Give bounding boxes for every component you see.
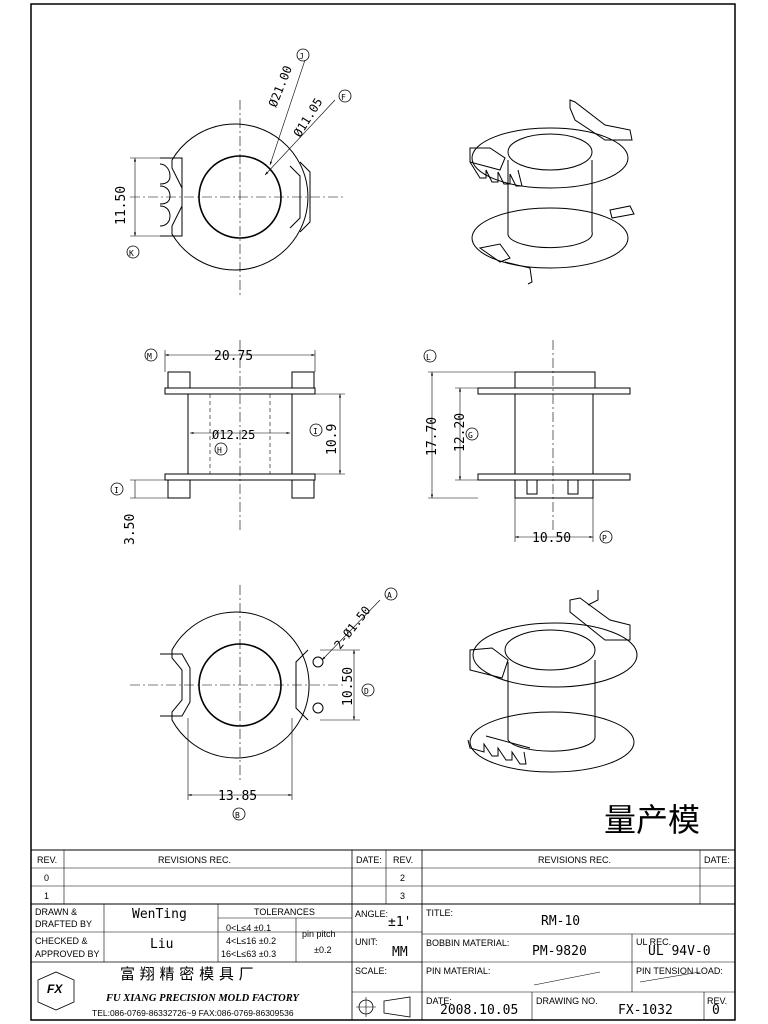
revisions-header-right: REVISIONS REC. <box>538 855 612 865</box>
unit-value: MM <box>392 945 408 960</box>
pin-material-label: PIN MATERIAL: <box>426 966 491 976</box>
bobbin-material-label: BOBBIN MATERIAL: <box>426 938 510 948</box>
company-name-cn: 富 翔 精 密 模 具 厂 <box>120 965 254 983</box>
rev-row-0: 0 <box>44 873 50 883</box>
ul-rec-label: UL REC. <box>636 937 672 947</box>
dim-10-50-w: 10.50 <box>532 531 571 546</box>
company-contact: TEL:086-0769-86332726~9 FAX:086-0769-863… <box>92 1008 294 1018</box>
rev-header-left: REV. <box>37 855 58 865</box>
date-label: DATE: <box>426 996 452 1006</box>
balloon-i: I <box>313 427 318 436</box>
tolerances-label: TOLERANCES <box>254 907 315 917</box>
top-view <box>126 48 352 298</box>
date-header-left: DATE: <box>356 855 382 865</box>
side-view <box>423 340 631 544</box>
scale-label: SCALE: <box>355 966 388 976</box>
balloon-d: D <box>364 687 369 696</box>
balloon-f: F <box>341 93 346 102</box>
dim-10-50-h: 10.50 <box>341 667 356 706</box>
bottom-view <box>130 585 398 821</box>
angle-label: ANGLE: <box>355 909 389 919</box>
title-value: RM-10 <box>541 914 581 929</box>
revisions-header-left: REVISIONS REC. <box>158 855 232 865</box>
date-value: 2008.10.05 <box>440 1003 519 1018</box>
iso-view-2 <box>467 590 638 773</box>
drawing-no-label: DRAWING NO. <box>536 996 598 1006</box>
balloon-b: B <box>235 811 240 820</box>
balloon-h: H <box>217 446 222 455</box>
dim-17-70: 17.70 <box>425 417 440 456</box>
pin-pitch-label: pin pitch <box>302 929 336 939</box>
tolerance-1: 0<L≤4 ±0.1 <box>226 923 272 933</box>
balloon-p: P <box>602 534 607 543</box>
unit-label: UNIT: <box>355 937 378 947</box>
balloon-i-2: I <box>114 486 119 495</box>
company-logo-icon <box>37 971 75 1011</box>
dim-d11-05: Ø11.05 <box>291 95 326 139</box>
drawn-by-value: WenTing <box>132 907 187 922</box>
rev-header-right: REV. <box>393 855 414 865</box>
front-view <box>110 340 345 530</box>
ul-rec-value: UL 94V-0 <box>648 944 711 959</box>
tolerance-3: 16<L≤63 ±0.3 <box>221 949 277 959</box>
balloon-j: J <box>299 52 304 61</box>
iso-view-1 <box>469 99 635 285</box>
balloon-m: M <box>147 352 152 361</box>
checked-by-value: Liu <box>150 937 174 952</box>
company-logo-text: FX <box>47 982 63 996</box>
dim-12-20: 12.20 <box>453 413 468 452</box>
tolerance-2: 4<L≤16 ±0.2 <box>226 936 277 946</box>
balloon-l: L <box>426 353 431 362</box>
rev-label: REV. <box>707 996 728 1006</box>
status-stamp: 量产模 <box>604 801 701 839</box>
dim-20-75: 20.75 <box>214 349 253 364</box>
angle-value: ±1' <box>388 915 412 930</box>
pin-pitch-value: ±0.2 <box>314 945 332 955</box>
checked-label-2: APPROVED BY <box>35 949 100 959</box>
drawn-label-2: DRAFTED BY <box>35 919 93 929</box>
title-block <box>31 849 735 1020</box>
dim-10-9: 10.9 <box>325 424 340 455</box>
dim-11-50: 11.50 <box>114 186 129 225</box>
company-name-en: FU XIANG PRECISION MOLD FACTORY <box>106 993 299 1004</box>
rev-value: 0 <box>712 1003 720 1018</box>
title-label: TITLE: <box>426 908 454 918</box>
rev-row-1: 1 <box>44 891 50 901</box>
rev-row-2: 2 <box>400 873 406 883</box>
sheet-border <box>30 3 736 1021</box>
dim-3-50: 3.50 <box>123 514 138 545</box>
balloon-k: K <box>129 249 134 258</box>
drawing-no-value: FX-1032 <box>618 1003 673 1018</box>
pin-tension-label: PIN TENSION LOAD: <box>636 966 723 976</box>
rev-row-3: 3 <box>400 891 406 901</box>
date-header-right: DATE: <box>704 855 730 865</box>
balloon-g: G <box>468 431 473 440</box>
balloon-a: A <box>387 591 392 600</box>
dim-d12-25: Ø12.25 <box>212 428 255 442</box>
bobbin-material-value: PM-9820 <box>532 944 587 959</box>
drawn-label-1: DRAWN & <box>35 907 78 917</box>
dim-13-85: 13.85 <box>218 789 257 804</box>
checked-label-1: CHECKED & <box>35 936 88 946</box>
dim-pin: 2-Ø1.50 <box>331 603 373 651</box>
